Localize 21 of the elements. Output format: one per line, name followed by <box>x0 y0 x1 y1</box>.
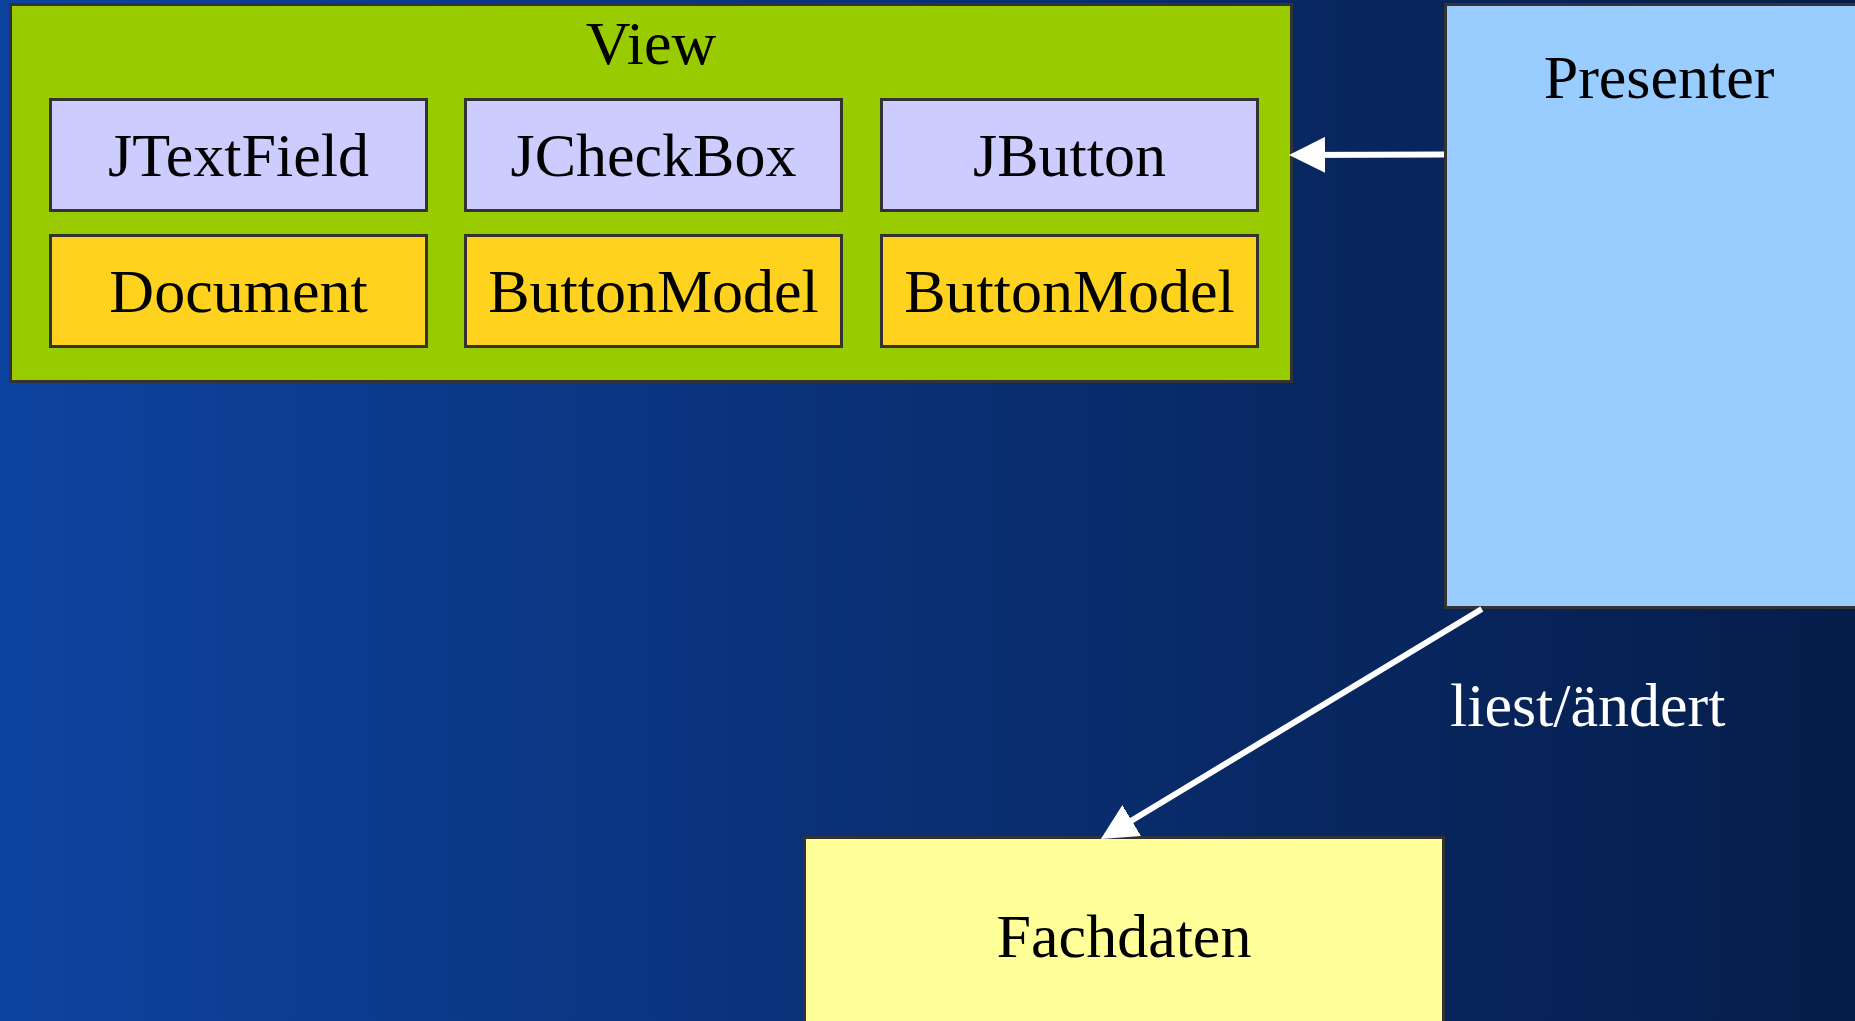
arrow <box>1289 136 1444 173</box>
view-panel <box>9 3 1293 383</box>
component-box <box>49 98 428 212</box>
arrow <box>1100 606 1484 840</box>
node-label: Fachdaten <box>996 905 1252 967</box>
node-label: View <box>585 12 717 74</box>
data-box <box>803 836 1445 1021</box>
node-label: JButton <box>973 124 1166 186</box>
node-label: JCheckBox <box>510 124 797 186</box>
model-box <box>49 234 428 348</box>
edge-label: liest/ändert <box>1450 674 1726 736</box>
node-label: Presenter <box>1543 46 1775 108</box>
node-label: ButtonModel <box>904 260 1235 322</box>
node-label: JTextField <box>108 124 369 186</box>
node-label: Document <box>109 260 368 322</box>
component-box <box>464 98 843 212</box>
presenter-box <box>1444 3 1855 609</box>
model-box <box>464 234 843 348</box>
model-box <box>880 234 1259 348</box>
component-box <box>880 98 1259 212</box>
node-label: ButtonModel <box>488 260 819 322</box>
